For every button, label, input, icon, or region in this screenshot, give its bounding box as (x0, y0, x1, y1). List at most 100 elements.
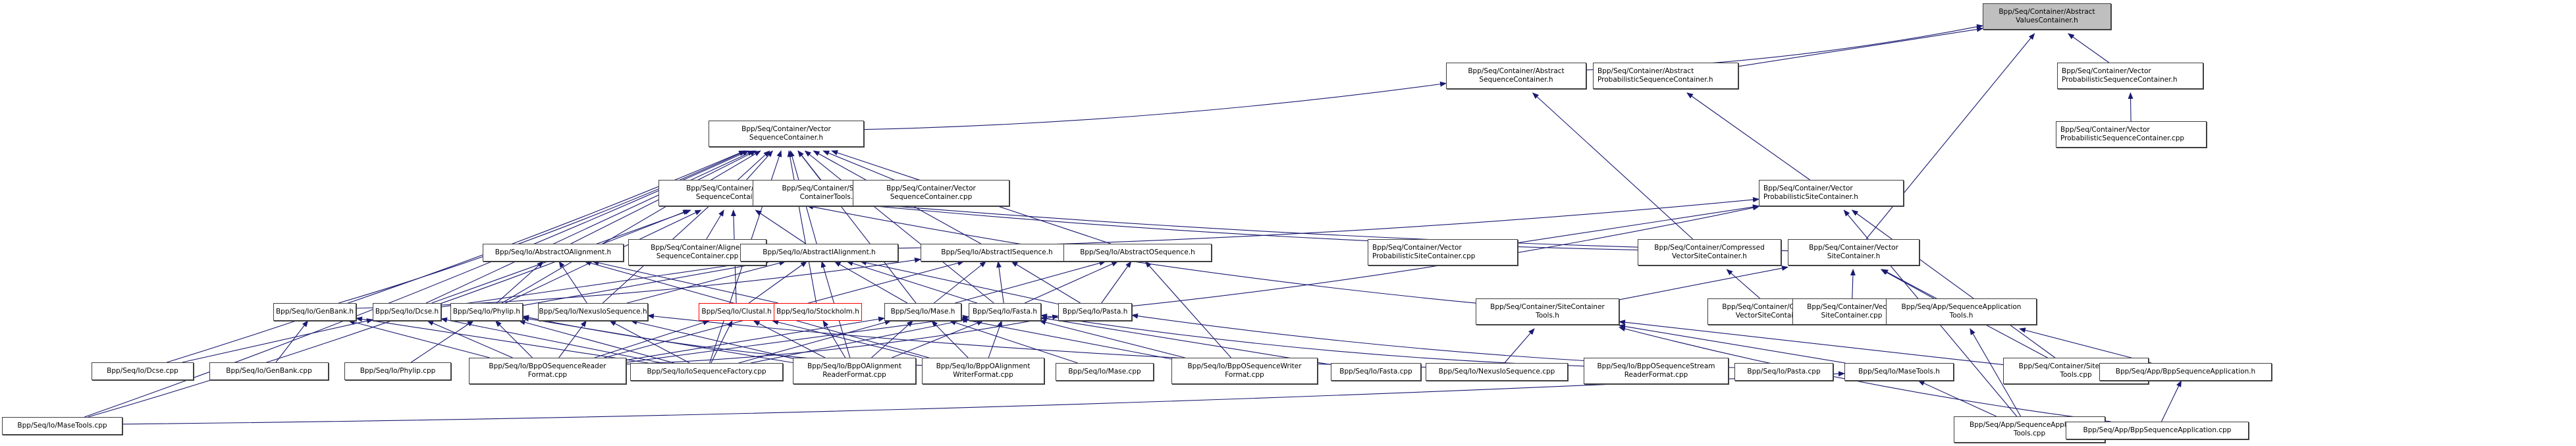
node-pasta-h[interactable]: Bpp/Seq/Io/Pasta.h (1058, 303, 1132, 321)
node-nexus-h[interactable]: Bpp/Seq/Io/NexusIoSequence.h (538, 303, 648, 321)
node-label: Bpp/Seq/Io/GenBank.cpp (226, 367, 312, 375)
node-label: Bpp/Seq/Container/Abstract ValuesContain… (1999, 8, 2095, 24)
edge-bosrf_cpp-to-mase_h (626, 316, 885, 361)
edge-mase_h-to-aial_h (834, 261, 908, 304)
edge-stockholm_h-to-aoal_h (592, 260, 778, 304)
node-fasta-h[interactable]: Bpp/Seq/Io/Fasta.h (969, 303, 1041, 321)
node-mase-h[interactable]: Bpp/Seq/Io/Mase.h (884, 303, 961, 321)
node-label: Bpp/Seq/Io/Pasta.cpp (1747, 368, 1821, 376)
edge-fasta_h-to-aoseq_h (1024, 261, 1119, 304)
node-label: Bpp/Seq/Io/Mase.h (890, 308, 955, 316)
edge-boawf_cpp-to-mase_h (931, 320, 969, 358)
edge-vsitec_h-to-root (1865, 33, 2035, 240)
edge-vsitec_cpp-to-vsitec_h (1850, 269, 1856, 299)
node-label: Bpp/Seq/Container/Compressed VectorSiteC… (1654, 244, 1765, 260)
edge-genbank_h-to-aiseq_h (356, 257, 921, 309)
edge-pasta_h-to-aoseq_h (1101, 261, 1132, 304)
node-nexus-cpp[interactable]: Bpp/Seq/Io/NexusIoSequence.cpp (1426, 363, 1568, 381)
node-label: Bpp/Seq/Io/Dcse.h (375, 308, 439, 316)
node-fasta-cpp[interactable]: Bpp/Seq/Io/Fasta.cpp (1331, 363, 1421, 381)
node-label: Bpp/Seq/Io/AbstractIAlignment.h (763, 248, 876, 256)
node-label: Bpp/Seq/Container/SiteContainer Tools.h (1490, 303, 1605, 320)
edge-cvsc_cpp-to-cvsc_h (1726, 269, 1761, 299)
node-vpsitec-h[interactable]: Bpp/Seq/Container/Vector ProbabilisticSi… (1759, 180, 1904, 206)
edge-nexus_h-to-aoal_h (558, 261, 587, 304)
edge-sat_cpp-to-sat_h (1970, 328, 2022, 417)
node-mase-cpp[interactable]: Bpp/Seq/Io/Mase.cpp (1056, 363, 1154, 381)
node-cvsc-h[interactable]: Bpp/Seq/Container/Compressed VectorSiteC… (1638, 239, 1781, 265)
node-label: Bpp/Seq/Container/Vector ProbabilisticSe… (2062, 67, 2178, 84)
node-label: Bpp/Seq/Container/Vector SiteContainer.c… (1807, 303, 1896, 320)
edge-boswf_cpp-to-aoseq_h (1144, 261, 1231, 358)
edge-stockholm_h-to-vsc_h (787, 150, 817, 304)
node-aiseq-h[interactable]: Bpp/Seq/Io/AbstractISequence.h (921, 244, 1073, 262)
node-asc[interactable]: Bpp/Seq/Container/Abstract SequenceConta… (1446, 63, 1586, 89)
node-bsa-cpp[interactable]: Bpp/Seq/App/BppSequenceApplication.cpp (2066, 422, 2249, 439)
node-label: Bpp/Seq/Io/NexusIoSequence.cpp (1438, 368, 1555, 376)
node-phylip-h[interactable]: Bpp/Seq/Io/Phylip.h (450, 303, 523, 321)
node-boawf-cpp[interactable]: Bpp/Seq/Io/BppOAlignment WriterFormat.cp… (922, 358, 1044, 384)
node-bsa-h[interactable]: Bpp/Seq/App/BppSequenceApplication.h (2099, 363, 2272, 381)
node-aial-h[interactable]: Bpp/Seq/Io/AbstractIAlignment.h (740, 244, 898, 262)
edge-genbank_h-to-vsc_h (338, 150, 747, 304)
node-label: Bpp/Seq/Container/Vector ProbabilisticSi… (1763, 184, 1858, 201)
node-root[interactable]: Bpp/Seq/Container/Abstract ValuesContain… (1983, 3, 2111, 30)
node-phylip-cpp[interactable]: Bpp/Seq/Io/Phylip.cpp (344, 362, 451, 380)
edge-sat_cpp-to-masetools_h (1918, 380, 1997, 417)
edge-clustal_h-to-aial_h (748, 261, 808, 304)
node-sat-h[interactable]: Bpp/Seq/App/SequenceApplication Tools.h (1886, 298, 2037, 325)
node-bossrf-cpp[interactable]: Bpp/Seq/Io/BppOSequenceStream ReaderForm… (1584, 358, 1729, 384)
edge-nexus_cpp-to-sitect_h (1504, 328, 1535, 364)
edge-vpsitec_h-to-apsc (1686, 92, 1810, 181)
node-masetools-cpp[interactable]: Bpp/Seq/Io/MaseTools.cpp (2, 417, 122, 435)
edge-dcse_h-to-aial_h (441, 260, 759, 308)
node-iosf-cpp[interactable]: Bpp/Seq/Io/IoSequenceFactory.cpp (630, 363, 783, 381)
node-label: Bpp/Seq/App/SequenceApplication Tools.h (1901, 303, 2022, 320)
node-vsitec-h[interactable]: Bpp/Seq/Container/Vector SiteContainer.h (1788, 239, 1919, 265)
node-dcse-cpp[interactable]: Bpp/Seq/Io/Dcse.cpp (92, 362, 194, 380)
node-masetools-h[interactable]: Bpp/Seq/Io/MaseTools.h (1844, 363, 1954, 381)
node-label: Bpp/Seq/Io/IoSequenceFactory.cpp (647, 368, 766, 376)
node-dcse-h[interactable]: Bpp/Seq/Io/Dcse.h (373, 303, 441, 321)
edge-bosrf_cpp-to-fasta_h (626, 315, 969, 363)
edge-masetools_h-to-sitect_h (1619, 323, 1846, 364)
edge-iosf_cpp-to-mase_h (738, 320, 892, 364)
node-aoal-h[interactable]: Bpp/Seq/Io/AbstractOAlignment.h (483, 244, 624, 262)
node-genbank-cpp[interactable]: Bpp/Seq/Io/GenBank.cpp (209, 362, 329, 380)
node-vsc-cpp[interactable]: Bpp/Seq/Container/Vector SequenceContain… (853, 180, 1009, 206)
node-aoseq-h[interactable]: Bpp/Seq/Io/AbstractOSequence.h (1063, 244, 1212, 262)
node-vpsitec-cpp[interactable]: Bpp/Seq/Container/Vector ProbabilisticSi… (1368, 239, 1518, 265)
node-vpsc-h[interactable]: Bpp/Seq/Container/Vector ProbabilisticSe… (2057, 63, 2203, 89)
node-label: Bpp/Seq/Io/MaseTools.h (1858, 368, 1940, 376)
edge-fasta_h-to-aiseq_h (996, 261, 1004, 304)
edge-sitect_h-to-vsitec_h (1619, 265, 1788, 300)
node-stockholm-h[interactable]: Bpp/Seq/Io/Stockholm.h (774, 303, 862, 321)
node-vsc-h[interactable]: Bpp/Seq/Container/Vector SequenceContain… (709, 121, 864, 147)
edge-vpsitec_cpp-to-vpsitec_h (1517, 204, 1759, 244)
node-label: Bpp/Seq/Io/Stockholm.h (776, 308, 859, 316)
node-label: Bpp/Seq/Io/Fasta.h (973, 308, 1037, 316)
edge-mase_cpp-to-mase_h (949, 320, 1078, 364)
edge-bosrf_cpp-to-clustal_h (594, 320, 710, 358)
edge-masetools_cpp-to-vsc_h (84, 150, 749, 418)
node-boswf-cpp[interactable]: Bpp/Seq/Io/BppOSequenceWriter Format.cpp (1171, 358, 1318, 384)
node-label: Bpp/Seq/Io/BppOSequenceStream ReaderForm… (1597, 362, 1715, 379)
node-label: Bpp/Seq/Io/GenBank.h (275, 308, 354, 316)
node-pasta-cpp[interactable]: Bpp/Seq/Io/Pasta.cpp (1734, 363, 1833, 381)
edge-vpsc_h-to-root (2067, 33, 2110, 63)
node-apsc[interactable]: Bpp/Seq/Container/Abstract Probabilistic… (1593, 63, 1738, 89)
node-vpsc-cpp[interactable]: Bpp/Seq/Container/Vector ProbabilisticSe… (2056, 121, 2207, 148)
node-bosrf-cpp[interactable]: Bpp/Seq/Io/BppOSequenceReader Format.cpp (469, 358, 626, 384)
node-label: Bpp/Seq/Io/AbstractISequence.h (941, 248, 1053, 256)
node-label: Bpp/Seq/Io/BppOAlignment WriterFormat.cp… (936, 362, 1031, 379)
node-genbank-h[interactable]: Bpp/Seq/Io/GenBank.h (273, 303, 356, 321)
node-clustal-h[interactable]: Bpp/Seq/Io/Clustal.h (699, 303, 774, 321)
node-sitect-h[interactable]: Bpp/Seq/Container/SiteContainer Tools.h (1476, 298, 1619, 325)
node-alsc-cpp[interactable]: Bpp/Seq/Container/Aligned SequenceContai… (628, 239, 766, 265)
edge-phylip_h-to-vsc_h (501, 150, 761, 304)
edge-mase_h-to-aoseq_h (955, 260, 1106, 304)
node-boarf-cpp[interactable]: Bpp/Seq/Io/BppOAlignment ReaderFormat.cp… (793, 358, 916, 384)
node-label: Bpp/Seq/Container/Vector SequenceContain… (741, 125, 831, 142)
edge-iosf_cpp-to-nexus_h (609, 320, 690, 364)
edge-bsa_cpp-to-bsa_h (2161, 380, 2182, 422)
